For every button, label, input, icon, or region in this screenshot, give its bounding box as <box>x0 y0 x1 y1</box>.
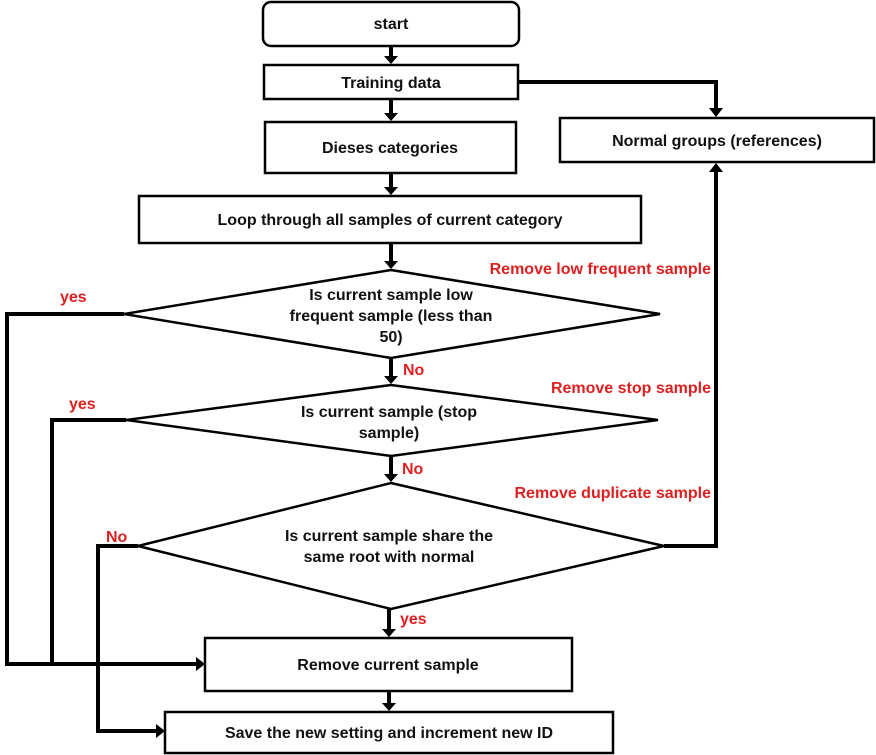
decision-root-diamond <box>137 481 665 611</box>
connector-decision2-yes-remove <box>50 418 126 664</box>
no-low-frequent-label: No <box>403 362 425 379</box>
arrowhead <box>709 108 723 117</box>
node-save-setting: Save the new setting and increment new I… <box>163 710 615 755</box>
arrowhead <box>384 376 398 384</box>
remove-low-frequent-label: Remove low frequent sample <box>490 261 711 278</box>
decision-stop-line2: sample) <box>359 425 419 442</box>
remove-sample-label: Remove current sample <box>297 657 479 674</box>
connector-training-normal <box>518 80 718 108</box>
node-training-data: Training data <box>262 63 520 101</box>
yes-stop-label: yes <box>69 396 96 413</box>
remove-sample-box <box>203 636 574 693</box>
arrowhead <box>196 657 205 671</box>
decision-low-frequent-line2: frequent sample (less than <box>290 308 493 325</box>
arrowhead <box>382 703 396 711</box>
remove-stop-label: Remove stop sample <box>551 380 711 397</box>
decision-stop-line1: Is current sample (stop <box>301 404 477 421</box>
arrowhead <box>384 56 398 64</box>
loop-box <box>137 194 643 245</box>
connectors <box>5 46 723 738</box>
save-setting-label: Save the new setting and increment new I… <box>225 725 553 742</box>
arrowhead <box>709 163 723 172</box>
loop-label: Loop through all samples of current cate… <box>218 212 563 229</box>
decision-low-frequent-diamond <box>123 268 661 360</box>
arrowhead <box>384 113 398 121</box>
node-remove-sample: Remove current sample <box>203 636 574 693</box>
connector-decision3-no-save <box>96 544 156 733</box>
no-stop-label: No <box>402 461 424 478</box>
decision-stop-diamond <box>125 383 659 458</box>
arrowhead <box>384 261 398 269</box>
node-dieses-categories: Dieses categories <box>263 120 518 175</box>
normal-groups-label: Normal groups (references) <box>612 133 822 150</box>
remove-duplicate-label: Remove duplicate sample <box>514 485 711 502</box>
node-start: start <box>261 0 521 48</box>
yes-low-frequent-label: yes <box>60 289 87 306</box>
node-loop: Loop through all samples of current cate… <box>137 194 643 245</box>
node-normal-groups: Normal groups (references) <box>558 116 876 164</box>
arrowhead <box>156 724 165 738</box>
dieses-categories-label: Dieses categories <box>322 140 458 157</box>
arrowhead <box>384 187 398 195</box>
training-data-box <box>262 63 520 101</box>
connector-decision1-yes-remove <box>5 312 196 666</box>
start-terminal <box>261 0 521 48</box>
training-data-label: Training data <box>341 75 441 92</box>
decision-low-frequent-line3: 50) <box>379 329 402 346</box>
decision-root-line1: Is current sample share the <box>285 528 493 545</box>
connector-decision3-normal <box>664 172 718 548</box>
normal-groups-box <box>558 116 876 164</box>
dieses-categories-box <box>263 120 518 175</box>
arrowhead <box>384 474 398 482</box>
decision-low-frequent: Is current sample low frequent sample (l… <box>123 268 661 360</box>
decision-root: Is current sample share the same root wi… <box>137 481 665 611</box>
decision-low-frequent-line1: Is current sample low <box>309 287 473 304</box>
no-root-label: No <box>106 529 128 546</box>
edge-labels: Remove low frequent sample Remove stop s… <box>60 261 711 628</box>
arrowhead <box>382 629 396 637</box>
start-label: start <box>374 16 409 33</box>
decision-stop: Is current sample (stop sample) <box>125 383 659 458</box>
save-setting-box <box>163 710 615 755</box>
decision-root-line2: same root with normal <box>304 549 475 566</box>
yes-root-label: yes <box>400 611 427 628</box>
